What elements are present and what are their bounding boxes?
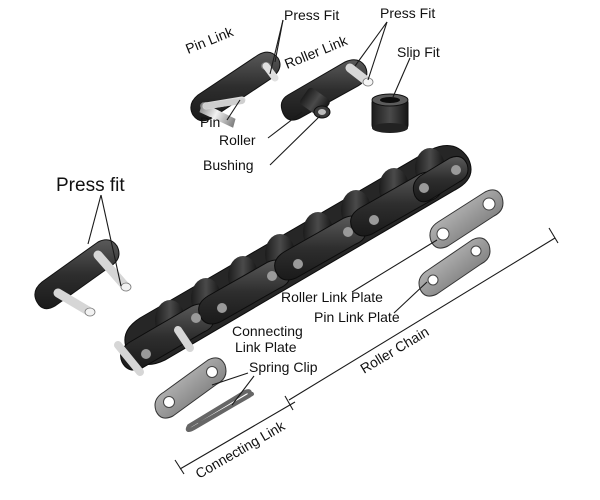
label-bushing: Bushing xyxy=(203,157,254,173)
label-roller-chain: Roller Chain xyxy=(357,323,431,376)
label-roller: Roller xyxy=(219,132,256,148)
label-roller-link-plate: Roller Link Plate xyxy=(281,289,383,305)
pin-link-plate-part xyxy=(418,237,491,297)
chain-pin-heads xyxy=(141,165,461,359)
connecting-pin-link-part xyxy=(34,239,132,317)
leader-lines xyxy=(87,19,438,406)
connecting-link-plate-part xyxy=(154,357,227,419)
label-pin: Pin xyxy=(200,114,220,130)
bushing-icon xyxy=(371,93,409,133)
label-press-fit-pin: Press Fit xyxy=(284,7,339,23)
roller-link-plate-part xyxy=(429,189,504,249)
spring-clip-icon xyxy=(185,389,254,433)
roller-icon xyxy=(300,87,331,119)
pin-link-part xyxy=(190,51,281,128)
label-pin-link-plate: Pin Link Plate xyxy=(314,309,400,325)
label-slip-fit: Slip Fit xyxy=(397,44,440,60)
label-press-fit-large: Press fit xyxy=(56,175,125,196)
connecting-link-bracket xyxy=(174,395,296,475)
roller-chain-assembly xyxy=(114,145,472,376)
label-spring-clip: Spring Clip xyxy=(249,359,318,375)
label-connecting-line1: Connecting xyxy=(232,323,303,339)
roller-link-part xyxy=(280,59,374,121)
label-connecting-line2: Link Plate xyxy=(235,339,297,355)
label-press-fit-roller: Press Fit xyxy=(380,5,435,21)
roller-chain-bracket xyxy=(288,227,559,401)
label-pin-link: Pin Link xyxy=(183,23,236,57)
label-connecting-link: Connecting Link xyxy=(193,417,289,482)
